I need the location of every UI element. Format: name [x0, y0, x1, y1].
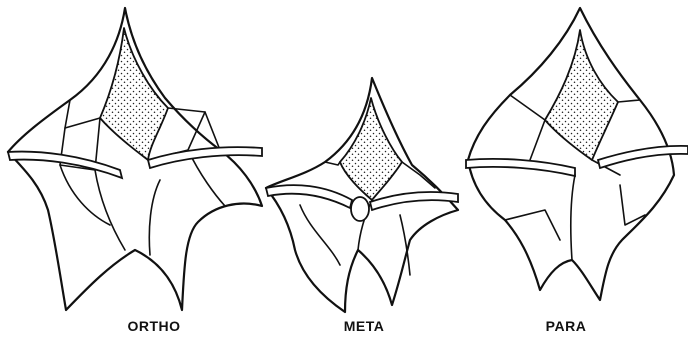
ortho-cyst-drawing	[8, 8, 262, 310]
meta-girdle-knob	[351, 197, 369, 221]
meta-label: META	[304, 318, 424, 334]
ortho-label: ORTHO	[94, 318, 214, 334]
para-girdle	[466, 159, 575, 176]
meta-archeopyle-plate	[340, 98, 402, 200]
meta-cyst-drawing	[266, 78, 458, 312]
para-label: PARA	[506, 318, 626, 334]
para-cyst-drawing	[466, 8, 688, 300]
ortho-archeopyle-plate	[100, 28, 168, 160]
ortho-girdle	[8, 152, 122, 178]
para-archeopyle-plate	[545, 30, 618, 160]
